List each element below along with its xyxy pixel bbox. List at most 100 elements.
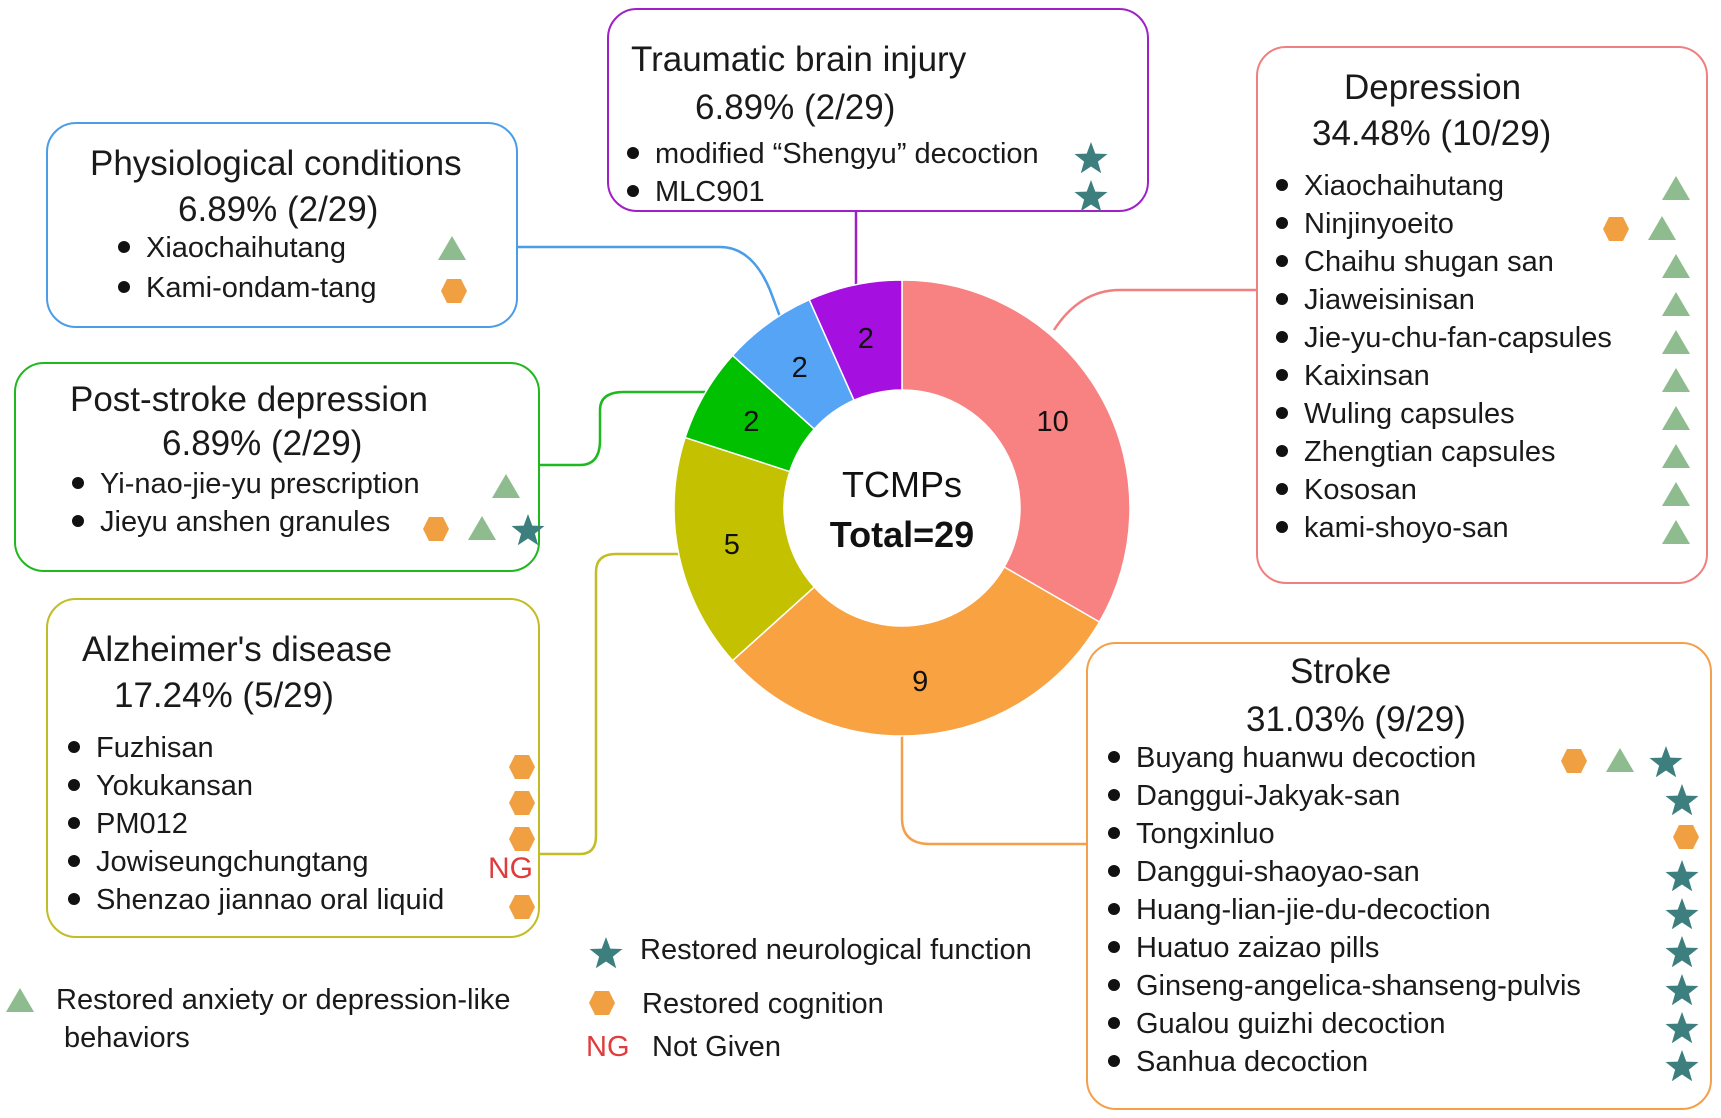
box-title: Alzheimer's disease — [82, 630, 393, 669]
list-item: MLC901 — [627, 176, 765, 209]
item-text: Huatuo zaizao pills — [1136, 932, 1380, 964]
item-text: MLC901 — [655, 176, 765, 208]
list-item: Yokukansan — [68, 770, 253, 803]
box-post-stroke-depression: Post-stroke depression 6.89% (2/29) Yi-n… — [14, 362, 545, 572]
item-text: Buyang huanwu decoction — [1136, 742, 1477, 774]
triangle-icon — [1662, 330, 1690, 354]
slice-value-label: 2 — [858, 323, 874, 355]
bullet-icon — [68, 893, 80, 906]
legend-hexagon-label: Restored cognition — [642, 988, 884, 1020]
bullet-icon — [1108, 751, 1120, 764]
star-icon — [589, 937, 623, 969]
item-text: kami-shoyo-san — [1304, 512, 1509, 544]
triangle-icon — [1662, 292, 1690, 316]
list-item: Sanhua decoction — [1108, 1046, 1368, 1079]
list-item: Danggui-Jakyak-san — [1108, 780, 1400, 813]
list-item: Yi-nao-jie-yu prescription — [72, 468, 420, 501]
item-markers — [408, 274, 468, 310]
item-markers — [1560, 934, 1700, 970]
box-percentage: 34.48% (10/29) — [1312, 114, 1552, 153]
hexagon-icon — [589, 991, 615, 1015]
item-markers — [1049, 140, 1109, 176]
triangle-icon — [1662, 406, 1690, 430]
star-icon — [1665, 784, 1699, 816]
legend-ng-label: Not Given — [652, 1031, 781, 1063]
item-text: modified “Shengyu” decoction — [655, 138, 1039, 170]
triangle-icon — [1662, 368, 1690, 392]
slice-value-label: 5 — [724, 529, 740, 561]
legend-hexagon-icon — [588, 986, 624, 1022]
list-item: Kami-ondam-tang — [118, 272, 377, 305]
bullet-icon — [1276, 369, 1288, 382]
bullet-icon — [1108, 941, 1120, 954]
box-percentage: 6.89% (2/29) — [178, 190, 379, 229]
star-icon — [1074, 142, 1108, 174]
star-icon — [1665, 898, 1699, 930]
item-markers — [1602, 172, 1692, 208]
item-markers — [1602, 326, 1692, 362]
item-text: Kami-ondam-tang — [146, 272, 377, 304]
center-label: TCMPs — [842, 464, 962, 505]
star-icon — [1649, 746, 1683, 778]
bullet-icon — [1276, 179, 1288, 192]
item-text: Xiaochaihutang — [1304, 170, 1504, 202]
legend-star-icon — [588, 935, 624, 971]
connector-ad — [540, 552, 680, 856]
bullet-icon — [1276, 521, 1288, 534]
item-markers — [480, 822, 536, 858]
item-markers — [1560, 858, 1700, 894]
item-text: Tongxinluo — [1136, 818, 1275, 850]
bullet-icon — [1108, 789, 1120, 802]
connector-lines — [518, 212, 1256, 856]
bullet-icon — [1108, 1055, 1120, 1068]
bullet-icon — [72, 477, 84, 490]
list-item: Ginseng-angelica-shanseng-pulvis — [1108, 970, 1581, 1003]
bullet-icon — [72, 515, 84, 528]
hexagon-icon — [509, 827, 535, 851]
bullet-icon — [68, 817, 80, 830]
list-item: Fuzhisan — [68, 732, 214, 765]
list-item: Chaihu shugan san — [1276, 246, 1554, 279]
list-item: Jie-yu-chu-fan-capsules — [1276, 322, 1612, 355]
hexagon-icon — [509, 791, 535, 815]
triangle-icon — [6, 988, 34, 1012]
box-percentage: 6.89% (2/29) — [162, 424, 363, 463]
bullet-icon — [68, 855, 80, 868]
list-item: Danggui-shaoyao-san — [1108, 856, 1420, 889]
box-physiological-conditions: Physiological conditions 6.89% (2/29) Xi… — [46, 122, 518, 328]
triangle-icon — [468, 516, 496, 540]
donut-slice-depression — [901, 279, 1131, 624]
legend-triangle-label-continued: behaviors — [64, 1022, 190, 1054]
item-markers — [480, 890, 536, 926]
donut-slice-traumatic-brain-injury — [808, 279, 903, 402]
triangle-icon — [1662, 254, 1690, 278]
item-text: Xiaochaihutang — [146, 232, 346, 264]
triangle-icon — [438, 236, 466, 260]
hexagon-icon — [509, 755, 535, 779]
legend-ng-symbol: NG — [586, 1031, 630, 1063]
item-markers — [1560, 896, 1700, 932]
box-title: Traumatic brain injury — [631, 40, 967, 79]
item-markers — [1602, 402, 1692, 438]
star-icon — [1665, 974, 1699, 1006]
item-text: Ninjinyoeito — [1304, 208, 1454, 240]
box-percentage: 6.89% (2/29) — [695, 88, 896, 127]
hexagon-icon — [423, 517, 449, 541]
list-item: Xiaochaihutang — [118, 232, 346, 265]
list-item: modified “Shengyu” decoction — [627, 138, 1039, 171]
slice-value-label: 9 — [912, 666, 928, 698]
ng-marker: NG — [488, 852, 533, 885]
item-text: Gualou guizhi decoction — [1136, 1008, 1446, 1040]
item-markers — [1602, 364, 1692, 400]
item-text: Kaixinsan — [1304, 360, 1430, 392]
list-item: Jieyu anshen granules — [72, 506, 390, 539]
list-item: Tongxinluo — [1108, 818, 1275, 851]
item-text: Jie-yu-chu-fan-capsules — [1304, 322, 1612, 354]
item-text: Wuling capsules — [1304, 398, 1515, 430]
box-title: Stroke — [1290, 652, 1392, 691]
bullet-icon — [68, 741, 80, 754]
triangle-icon — [1662, 444, 1690, 468]
box-percentage: 17.24% (5/29) — [114, 676, 334, 715]
bullet-icon — [118, 281, 130, 294]
